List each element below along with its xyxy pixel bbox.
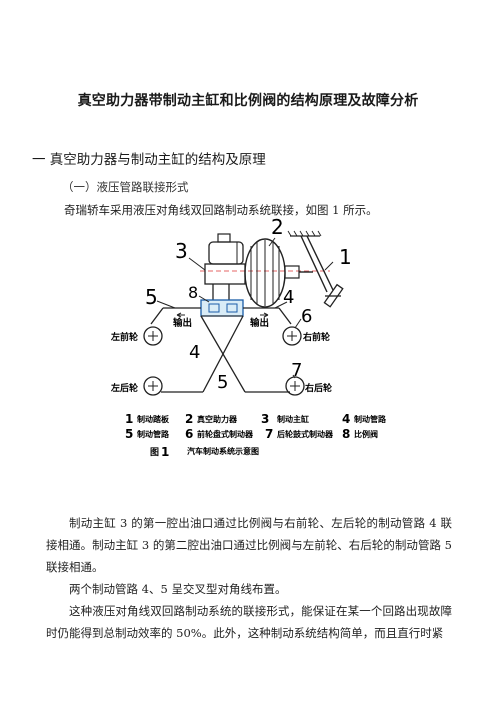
wheel-left-rear: [143, 376, 163, 396]
paragraph-1: 制动主缸 3 的第一腔出油口通过比例阀与右前轮、左后轮的制动管路 4 联接相通。…: [46, 516, 452, 574]
legend-text-8: 比例阀: [354, 429, 378, 439]
legend: 1 制动踏板 2 真空助力器 3 制动主缸 4 制动管路 5 制动管路 6 前轮…: [125, 412, 387, 459]
label-4: 4: [283, 287, 294, 308]
subsection-heading: （一）液压管路联接形式: [62, 180, 189, 194]
reservoir: [208, 241, 244, 265]
caption-number: 1: [161, 445, 169, 459]
label-1: 1: [339, 245, 352, 269]
document-title: 真空助力器带制动主缸和比例阀的结构原理及故障分析: [77, 93, 419, 109]
wheel-right-front: [282, 326, 302, 346]
legend-text-7: 后轮鼓式制动器: [277, 429, 334, 439]
label-2: 2: [271, 216, 284, 239]
wheel-rr-label: 右后轮: [304, 382, 332, 394]
wheel-right-rear: [285, 376, 305, 396]
legend-num-5: 5: [125, 427, 133, 441]
reservoir-cap: [217, 233, 231, 243]
label-3: 3: [175, 239, 188, 263]
output-right-label: 输出: [250, 317, 269, 329]
legend-num-8: 8: [342, 427, 350, 441]
section-heading: 一 真空助力器与制动主缸的结构及原理: [32, 152, 266, 168]
label-8: 8: [188, 283, 198, 302]
diag-label-5: 5: [217, 372, 228, 393]
legend-text-4: 制动管路: [354, 414, 387, 424]
legend-num-1: 1: [125, 412, 133, 426]
legend-num-6: 6: [185, 427, 193, 441]
legend-num-7: 7: [265, 427, 273, 441]
output-left-label: 输出: [173, 317, 192, 329]
label-5: 5: [145, 285, 158, 309]
wheel-lr-label: 左后轮: [110, 382, 138, 394]
figure-caption: 汽车制动系统示意图: [187, 446, 259, 456]
legend-text-1: 制动踏板: [137, 414, 170, 424]
master-cylinder: [204, 263, 246, 285]
legend-text-5: 制动管路: [137, 429, 170, 439]
legend-text-2: 真空助力器: [197, 414, 238, 424]
brake-system-diagram: 1 2 3 4 5 6 7 8 输出 输出 左前轮 右前轮 左后轮 右后轮 4 …: [110, 216, 387, 459]
legend-num-4: 4: [342, 412, 350, 426]
wheel-rf-label: 右前轮: [302, 331, 330, 343]
paragraph-2: 两个制动管路 4、5 呈交叉型对角线布置。: [69, 582, 287, 596]
paragraph-3: 这种液压对角线双回路制动系统的联接形式，能保证在某一个回路出现故障时仍能得到总制…: [46, 604, 452, 640]
wheel-left-front: [143, 326, 163, 346]
wheel-lf-label: 左前轮: [110, 331, 138, 343]
intro-paragraph: 奇瑞轿车采用液压对角线双回路制动系统联接，如图 1 所示。: [64, 203, 378, 217]
legend-text-3: 制动主缸: [277, 414, 309, 424]
legend-num-2: 2: [185, 412, 193, 426]
legend-num-3: 3: [261, 412, 269, 426]
diag-label-4: 4: [189, 342, 200, 363]
label-7: 7: [291, 360, 302, 381]
label-6: 6: [301, 306, 312, 327]
caption-prefix: 图: [150, 447, 159, 458]
legend-text-6: 前轮盘式制动器: [197, 429, 254, 439]
